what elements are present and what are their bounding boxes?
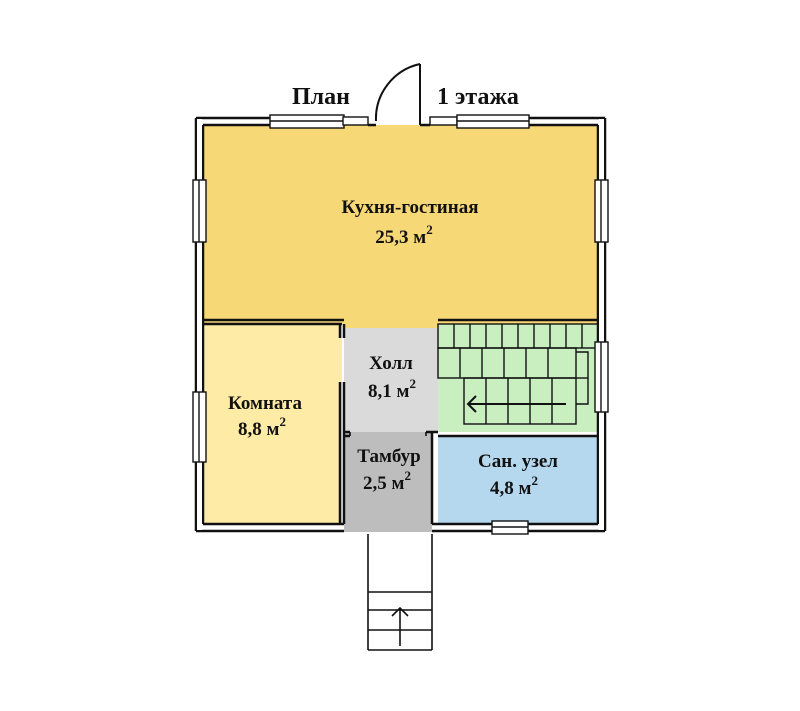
wall-fills (197, 119, 604, 530)
room-area-kitchen-living: 25,3 м2 (375, 222, 432, 248)
bathroom-area (438, 436, 598, 524)
room-name-room: Комната (228, 393, 302, 414)
room-area-hall: 8,1 м2 (368, 376, 416, 402)
stair-arrow-icon (466, 395, 566, 413)
room-area-vestibule: 2,5 м2 (363, 468, 411, 494)
porch-stairs (367, 534, 433, 651)
hall-area (344, 328, 438, 432)
vestibule-area (344, 432, 432, 532)
hall-door (349, 432, 427, 436)
room-area-bathroom: 4,8 м2 (490, 473, 538, 499)
entrance-door (374, 63, 421, 125)
staircase (437, 323, 599, 432)
windows (192, 114, 609, 535)
room-name-bathroom: Сан. узел (478, 451, 558, 472)
window-left-2 (192, 391, 207, 463)
room-area (203, 324, 342, 524)
room-name-kitchen-living: Кухня-гостиная (342, 197, 479, 218)
window-left-1 (192, 179, 207, 243)
room-name-vestibule: Тамбур (357, 446, 421, 467)
porch-arrow-icon (391, 606, 409, 646)
plan-title-left: План (292, 84, 350, 110)
window-bottom (491, 520, 529, 535)
plan-title-right: 1 этажа (437, 84, 519, 110)
window-top-right (429, 114, 530, 129)
window-right-2 (594, 341, 609, 413)
window-top-left (269, 114, 369, 129)
room-area-room: 8,8 м2 (238, 414, 286, 440)
room-name-hall: Холл (369, 353, 413, 374)
kitchen-living-extension (344, 290, 438, 328)
window-right-1 (594, 179, 609, 243)
